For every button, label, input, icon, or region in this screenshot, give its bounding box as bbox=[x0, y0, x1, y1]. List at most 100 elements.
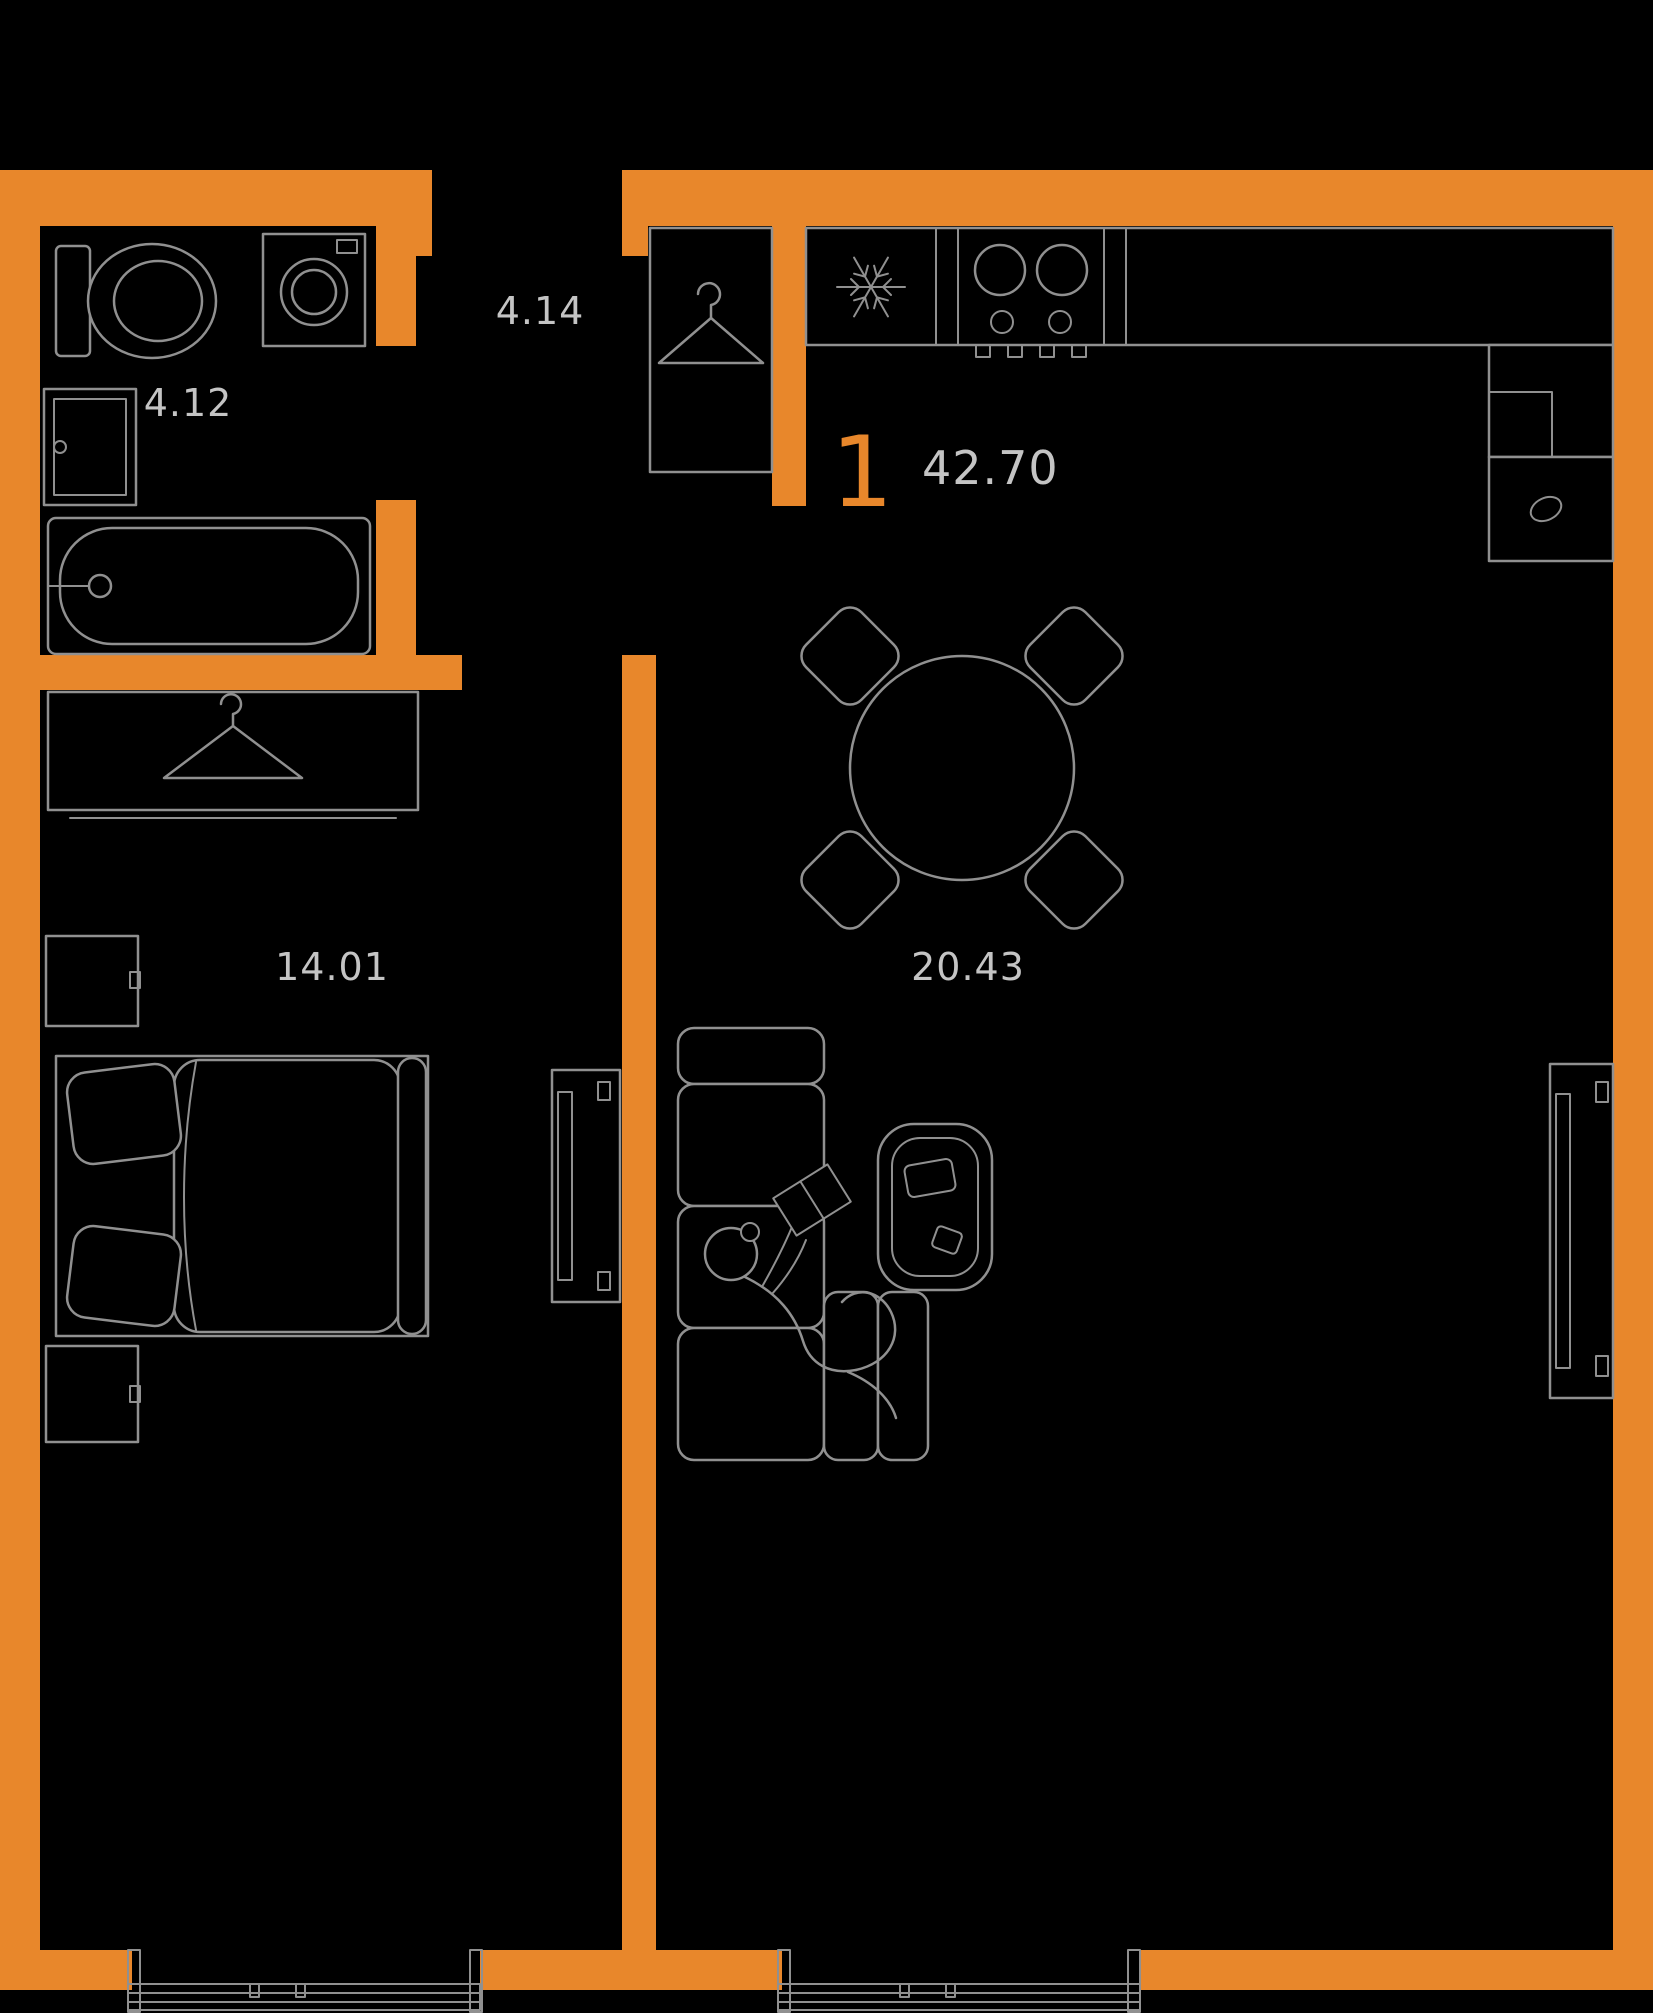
window-frame bbox=[777, 1983, 1141, 2011]
nightstand bbox=[44, 934, 141, 1028]
window-mullion bbox=[249, 1983, 260, 1998]
tv-screen bbox=[557, 1091, 573, 1281]
pillow bbox=[65, 1062, 183, 1166]
person-leg bbox=[846, 1370, 898, 1420]
wall-left bbox=[0, 170, 40, 1990]
corner-cabinet-detail bbox=[1488, 391, 1553, 458]
labels: 4.12 4.14 14.01 20.43 1 42.70 bbox=[144, 289, 1059, 989]
living-window bbox=[777, 1949, 1141, 2013]
book-spine bbox=[799, 1180, 825, 1220]
bathroom-sink bbox=[42, 387, 138, 507]
hanger-icon bbox=[162, 692, 304, 780]
burner-large bbox=[973, 243, 1027, 297]
person-torso bbox=[743, 1275, 858, 1373]
wardrobe-body bbox=[46, 690, 420, 812]
person-hair-bun bbox=[740, 1222, 760, 1242]
tv-stand-body bbox=[1548, 1062, 1615, 1400]
table-remote bbox=[931, 1225, 963, 1255]
stove-knob bbox=[975, 344, 991, 358]
tv-stand-body bbox=[550, 1068, 622, 1304]
toilet-bowl bbox=[86, 242, 218, 360]
wall-top-left bbox=[0, 170, 432, 226]
person-reading-figure bbox=[703, 1163, 898, 1420]
hallway-area-label: 4.14 bbox=[496, 289, 585, 333]
person-arm bbox=[771, 1239, 807, 1295]
bathtub-outer bbox=[46, 516, 372, 656]
wall-bottom-segment bbox=[480, 1950, 782, 1990]
nightstand-body bbox=[44, 934, 140, 1028]
washing-machine-drum bbox=[279, 257, 349, 327]
stove-knob bbox=[1039, 344, 1055, 358]
bedroom-window bbox=[127, 1949, 483, 2013]
window-cap bbox=[127, 1949, 141, 2013]
window-mullion bbox=[295, 1983, 306, 1998]
bed-duvet bbox=[172, 1058, 402, 1334]
nightstand bbox=[44, 1344, 141, 1444]
dining-chair bbox=[800, 606, 900, 706]
living-tv-stand bbox=[1548, 1062, 1615, 1400]
snowflake-icon bbox=[836, 256, 906, 318]
window-cap bbox=[469, 1949, 483, 2013]
person-head bbox=[703, 1226, 759, 1282]
dining-set bbox=[800, 606, 1124, 930]
burner-small bbox=[1048, 310, 1072, 334]
bedroom-wardrobe bbox=[46, 690, 420, 819]
bathroom-area-label: 4.12 bbox=[144, 381, 233, 425]
wall-bottom-segment bbox=[1140, 1950, 1653, 1990]
wall-top-right bbox=[622, 170, 1653, 226]
toilet bbox=[54, 242, 218, 360]
sink-faucet bbox=[53, 440, 67, 454]
bed bbox=[54, 1054, 430, 1338]
wall-right bbox=[1613, 170, 1653, 1990]
bed-footboard bbox=[396, 1056, 428, 1336]
wall-center-vertical bbox=[622, 655, 656, 1950]
stove-knob bbox=[1071, 344, 1087, 358]
duvet-fold bbox=[183, 1061, 197, 1331]
dining-chair bbox=[800, 830, 900, 930]
total-area-label: 42.70 bbox=[922, 441, 1059, 495]
bedroom-furniture bbox=[44, 690, 622, 1444]
bathroom-furniture bbox=[42, 232, 372, 656]
hall-wardrobe bbox=[648, 226, 774, 474]
kitchen-furniture bbox=[804, 226, 1615, 563]
bathtub-drain bbox=[87, 573, 113, 599]
windows bbox=[127, 1949, 1141, 2013]
sofa-seat bbox=[822, 1290, 880, 1462]
burner-small bbox=[990, 310, 1014, 334]
window-cap bbox=[777, 1949, 791, 2013]
kitchen-counter bbox=[804, 226, 1615, 347]
person-leg bbox=[840, 1291, 897, 1372]
bathtub bbox=[46, 516, 372, 656]
sofa-armrest bbox=[676, 1026, 826, 1086]
bedroom-area-label: 14.01 bbox=[275, 945, 389, 989]
nightstand-body bbox=[44, 1344, 140, 1444]
dining-table bbox=[848, 654, 1076, 882]
kitchen-side-units bbox=[1487, 343, 1615, 563]
wall-bottom-segment bbox=[0, 1950, 132, 1990]
window-cap bbox=[1127, 1949, 1141, 2013]
washing-machine-body bbox=[261, 232, 367, 348]
bedroom-tv-stand bbox=[550, 1068, 622, 1304]
door-jamb bbox=[622, 226, 648, 256]
sink-counter bbox=[42, 387, 138, 507]
tv-bracket bbox=[1595, 1355, 1609, 1377]
tv-bracket bbox=[597, 1081, 611, 1101]
apartment-number-label: 1 bbox=[831, 416, 893, 530]
stove-burners-icon bbox=[973, 243, 1089, 358]
nightstand-knob bbox=[129, 1385, 141, 1403]
coffee-table-top bbox=[876, 1122, 994, 1292]
toilet-tank bbox=[54, 244, 92, 358]
stove-knob bbox=[1007, 344, 1023, 358]
living-room-furniture bbox=[676, 1026, 1615, 1462]
table-tray bbox=[903, 1158, 957, 1198]
toilet-bowl-inner bbox=[112, 259, 204, 343]
tv-bracket bbox=[597, 1271, 611, 1291]
hallway-furniture bbox=[648, 226, 774, 474]
wall-bathroom-bottom bbox=[0, 655, 462, 690]
sofa-seat bbox=[876, 1290, 930, 1462]
kitchen-sink-cabinet bbox=[1487, 455, 1615, 563]
washing-machine-drum-inner bbox=[290, 268, 338, 316]
pillow bbox=[65, 1224, 183, 1328]
